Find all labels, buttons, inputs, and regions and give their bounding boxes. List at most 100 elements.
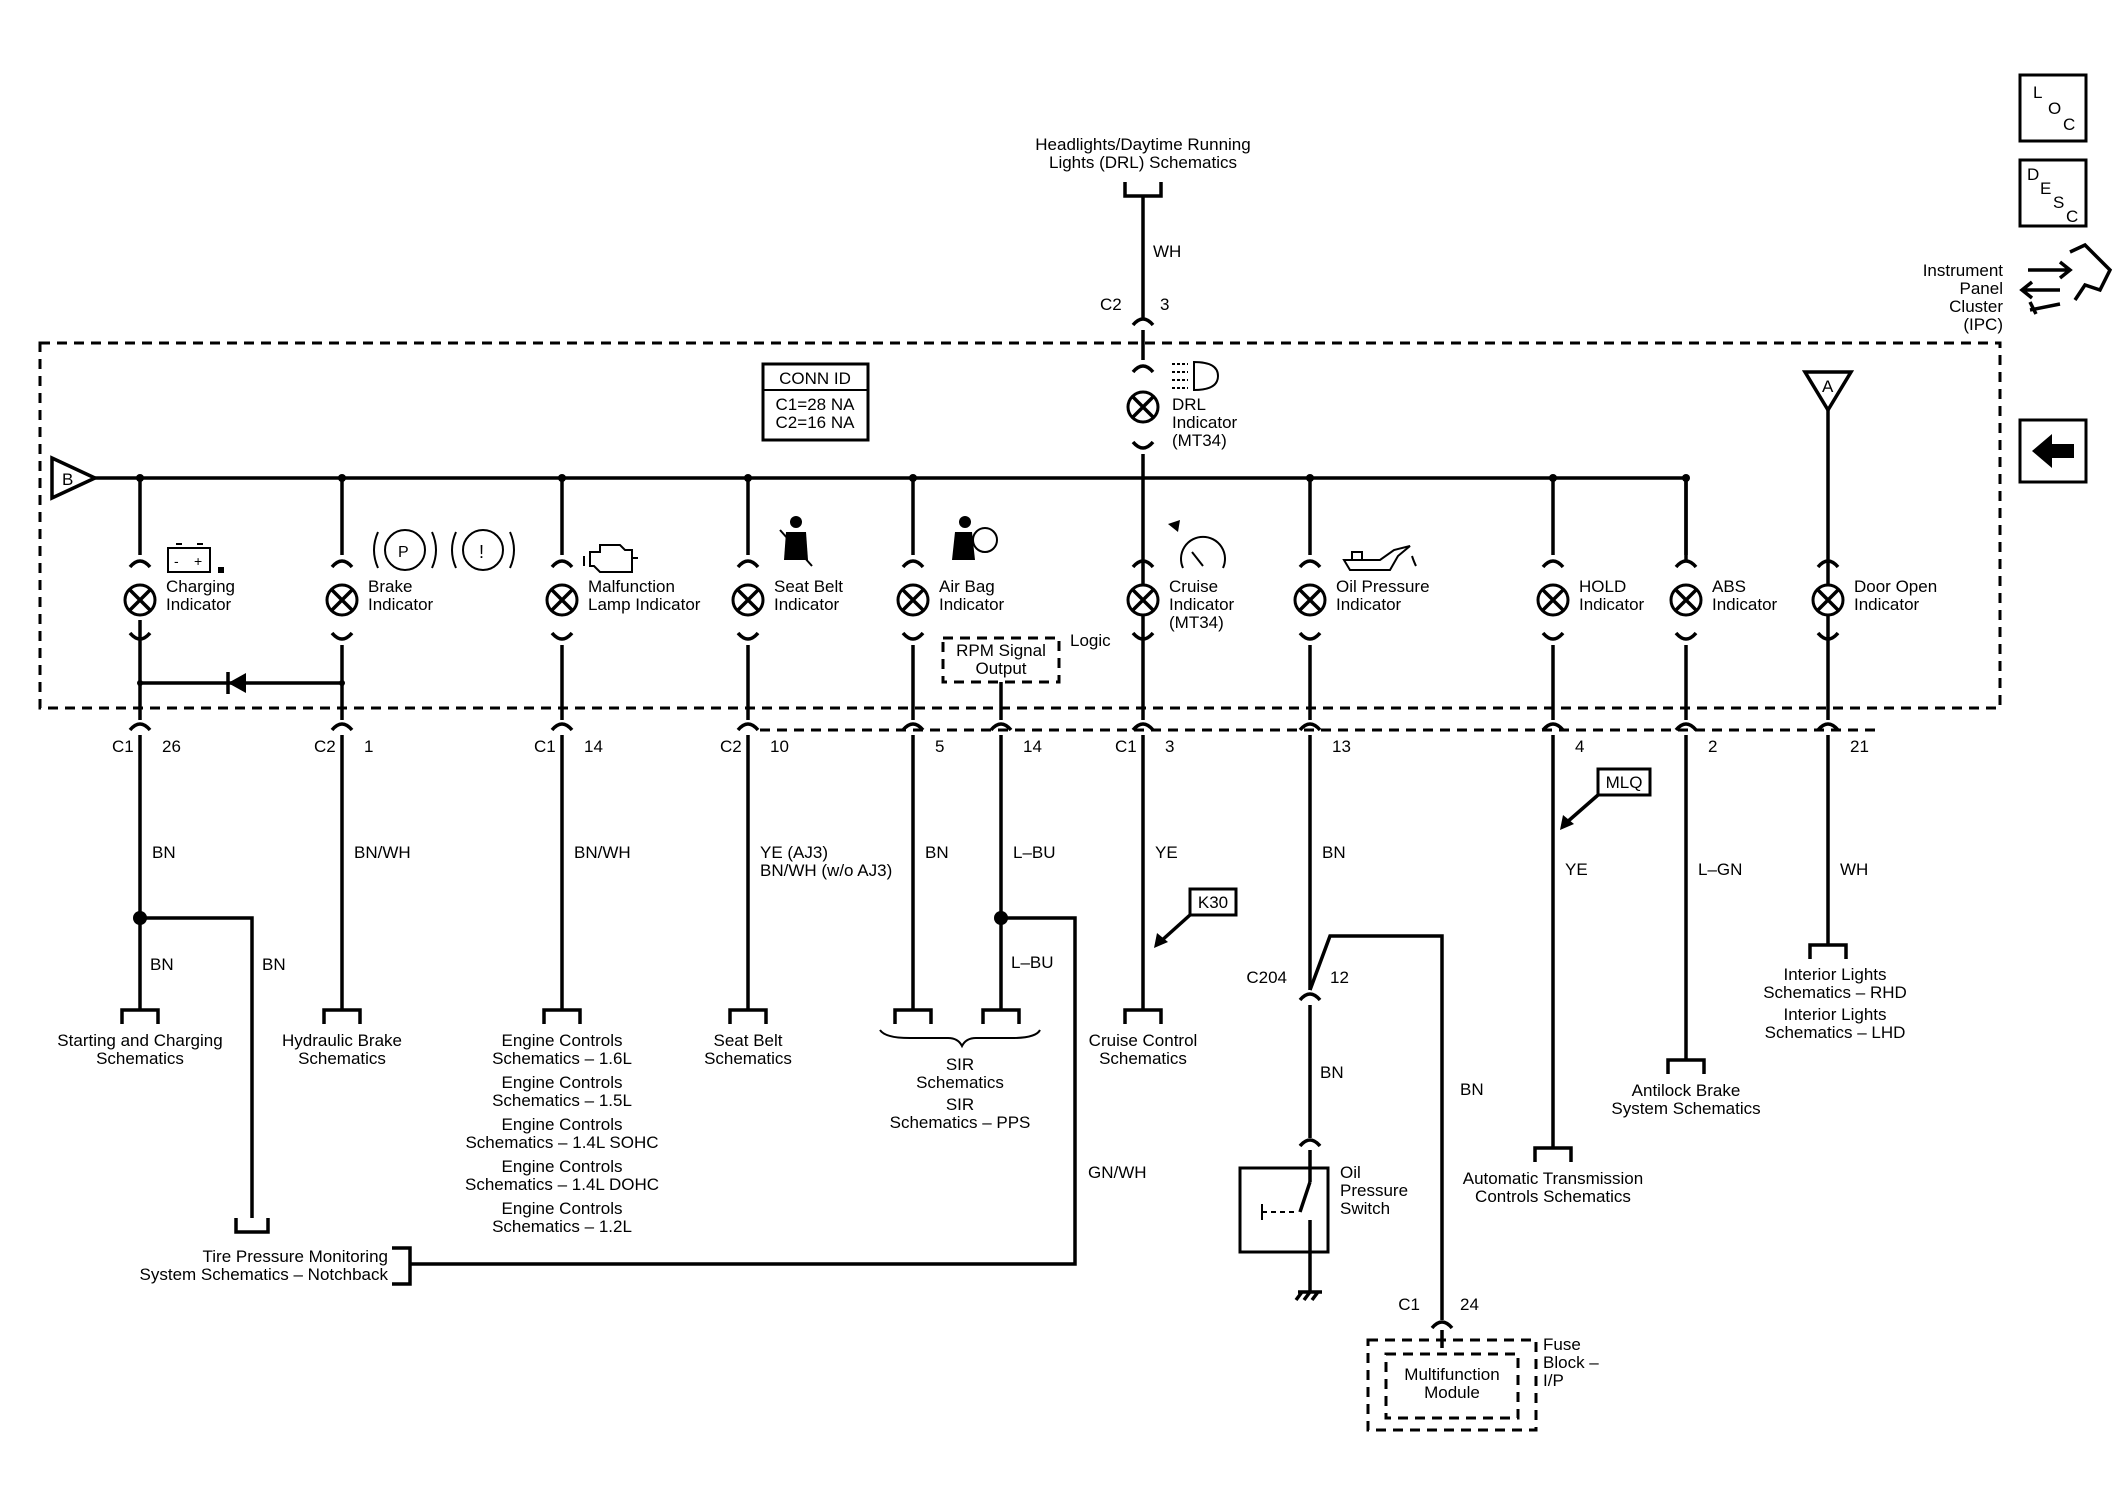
- wire-color: BN/WH: [574, 843, 631, 862]
- wire-color: BN/WH (w/o AJ3): [760, 861, 892, 880]
- pin-arc: [330, 722, 354, 732]
- sir-label-1: SIR: [946, 1055, 974, 1074]
- source-connector: [1123, 182, 1163, 198]
- source-title-1: Headlights/Daytime Running: [1035, 135, 1250, 154]
- destination-label-antilock: System Schematics: [1611, 1099, 1760, 1118]
- pin-number: 10: [770, 737, 789, 756]
- source-title-2: Lights (DRL) Schematics: [1049, 153, 1237, 172]
- oil-switch-label-1: Oil: [1340, 1163, 1361, 1182]
- indicator-label-11: Indicator: [1854, 595, 1920, 614]
- indicator-label-3: Malfunction: [588, 577, 675, 596]
- desc-s: S: [2053, 193, 2064, 212]
- conn-id-line-2: C2=16 NA: [776, 413, 856, 432]
- pin-number: 14: [1023, 737, 1042, 756]
- indicator-label-9: HOLD: [1579, 577, 1626, 596]
- destination-connector: [120, 1008, 160, 1024]
- destination-connector: [1533, 1146, 1573, 1162]
- destination-label-antilock: Antilock Brake: [1632, 1081, 1741, 1100]
- fuse-block-label-1: Fuse: [1543, 1335, 1581, 1354]
- pin-arc: [1298, 722, 1322, 732]
- interior-label-2: Schematics – RHD: [1763, 983, 1907, 1002]
- door-a-triangle: [1801, 370, 1855, 414]
- pin-arc: [901, 722, 925, 732]
- pin-arc: [1541, 722, 1565, 732]
- destination-label-cruise: Schematics: [1099, 1049, 1187, 1068]
- engine-label-4: Schematics – 1.5L: [492, 1091, 632, 1110]
- destination-label-auto_trans: Controls Schematics: [1475, 1187, 1631, 1206]
- seatbelt-icon: [779, 516, 813, 567]
- indicator-lamp: [1811, 559, 1845, 641]
- mfm-label-1: Multifunction: [1404, 1365, 1499, 1384]
- bus-b-label: B: [62, 470, 73, 489]
- indicator-label-2: Indicator: [368, 595, 434, 614]
- destination-connector: [1123, 1008, 1163, 1024]
- desc-c: C: [2066, 207, 2078, 226]
- indicator-label-1: Indicator: [166, 595, 232, 614]
- indicator-label-9: Indicator: [1579, 595, 1645, 614]
- indicator-label-4: Indicator: [774, 595, 840, 614]
- diode-icon: [228, 673, 246, 693]
- engine-label-10: Schematics – 1.2L: [492, 1217, 632, 1236]
- pin-number: 3: [1165, 737, 1174, 756]
- destination-label-seatbelt: Seat Belt: [714, 1031, 783, 1050]
- wire-color: YE: [1155, 843, 1178, 862]
- loc-l: L: [2033, 83, 2042, 102]
- fuse-conn: C1: [1398, 1295, 1420, 1314]
- destination-connector: [893, 1008, 933, 1024]
- indicator-label-11: Door Open: [1854, 577, 1937, 596]
- wire-color: WH: [1840, 860, 1868, 879]
- ipc-label-2: Panel: [1960, 279, 2003, 298]
- charging-bn-lower: BN: [150, 955, 174, 974]
- destination-connector: [1808, 943, 1848, 959]
- loc-c: C: [2063, 115, 2075, 134]
- k30-label: K30: [1198, 893, 1228, 912]
- engine-label-7: Engine Controls: [502, 1157, 623, 1176]
- conn-id-line-1: C1=28 NA: [776, 395, 856, 414]
- ipc-label-4: (IPC): [1963, 315, 2003, 334]
- source-conn: C2: [1100, 295, 1122, 314]
- drl-label-1: DRL: [1172, 395, 1206, 414]
- engine-label-5: Engine Controls: [502, 1115, 623, 1134]
- pin-arc: [1131, 722, 1155, 732]
- indicator-label-7: (MT34): [1169, 613, 1224, 632]
- source-wire-color: WH: [1153, 242, 1181, 261]
- rpm-branch-wire: [410, 916, 1077, 1266]
- pin-conn: C1: [1115, 737, 1137, 756]
- destination-label-cruise: Cruise Control: [1089, 1031, 1198, 1050]
- indicator-label-4: Seat Belt: [774, 577, 843, 596]
- drl-symbol-icon: [1172, 360, 1220, 392]
- fuse-pin: 24: [1460, 1295, 1479, 1314]
- pin-conn: C2: [314, 737, 336, 756]
- oil-branch-bn: BN: [1460, 1080, 1484, 1099]
- destination-label-auto_trans: Automatic Transmission: [1463, 1169, 1643, 1188]
- destination-label-starting: Schematics: [96, 1049, 184, 1068]
- loc-o: O: [2048, 99, 2061, 118]
- pin-arc: [1816, 722, 1840, 732]
- source-pin: 3: [1160, 295, 1169, 314]
- pin-arc: [989, 722, 1013, 732]
- engine-label-2: Schematics – 1.6L: [492, 1049, 632, 1068]
- logic-label: Logic: [1070, 631, 1111, 650]
- pin-conn: C1: [534, 737, 556, 756]
- wire-color: BN/WH: [354, 843, 411, 862]
- oil-c204-branch: [1308, 934, 1444, 1320]
- indicator-label-7: Cruise: [1169, 577, 1218, 596]
- desc-button[interactable]: D E S C: [2018, 158, 2088, 228]
- sir-brace: [879, 1029, 1041, 1049]
- multifunction-module-box: [1384, 1352, 1520, 1420]
- airbag-icon: [952, 516, 998, 560]
- oil-switch-label-2: Pressure: [1340, 1181, 1408, 1200]
- fuse-block-label-2: Block –: [1543, 1353, 1599, 1372]
- engine-label-3: Engine Controls: [502, 1073, 623, 1092]
- pin-number: 5: [935, 737, 944, 756]
- pin-number: 2: [1708, 737, 1717, 756]
- engine-label-9: Engine Controls: [502, 1199, 623, 1218]
- destination-label-seatbelt: Schematics: [704, 1049, 792, 1068]
- indicator-label-5: Air Bag: [939, 577, 995, 596]
- back-arrow-button[interactable]: [2018, 418, 2088, 484]
- loc-button[interactable]: L O C: [2018, 73, 2088, 143]
- indicator-label-10: ABS: [1712, 577, 1746, 596]
- ipc-navigation-icon[interactable]: [2019, 242, 2113, 315]
- sir-label-4: Schematics – PPS: [890, 1113, 1031, 1132]
